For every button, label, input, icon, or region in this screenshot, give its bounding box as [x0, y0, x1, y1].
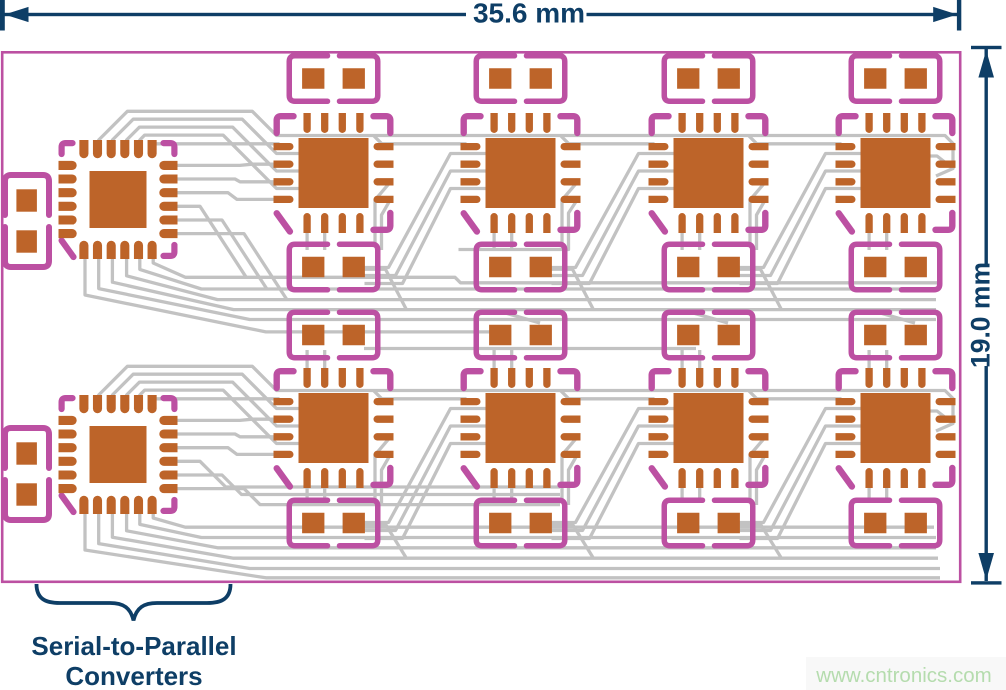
- svg-text:www.cntronics.com: www.cntronics.com: [815, 664, 991, 687]
- svg-text:19.0 mm: 19.0 mm: [966, 262, 996, 368]
- svg-text:Serial-to-Parallel: Serial-to-Parallel: [31, 631, 236, 661]
- svg-text:35.6 mm: 35.6 mm: [473, 0, 585, 29]
- svg-text:Converters: Converters: [65, 661, 202, 690]
